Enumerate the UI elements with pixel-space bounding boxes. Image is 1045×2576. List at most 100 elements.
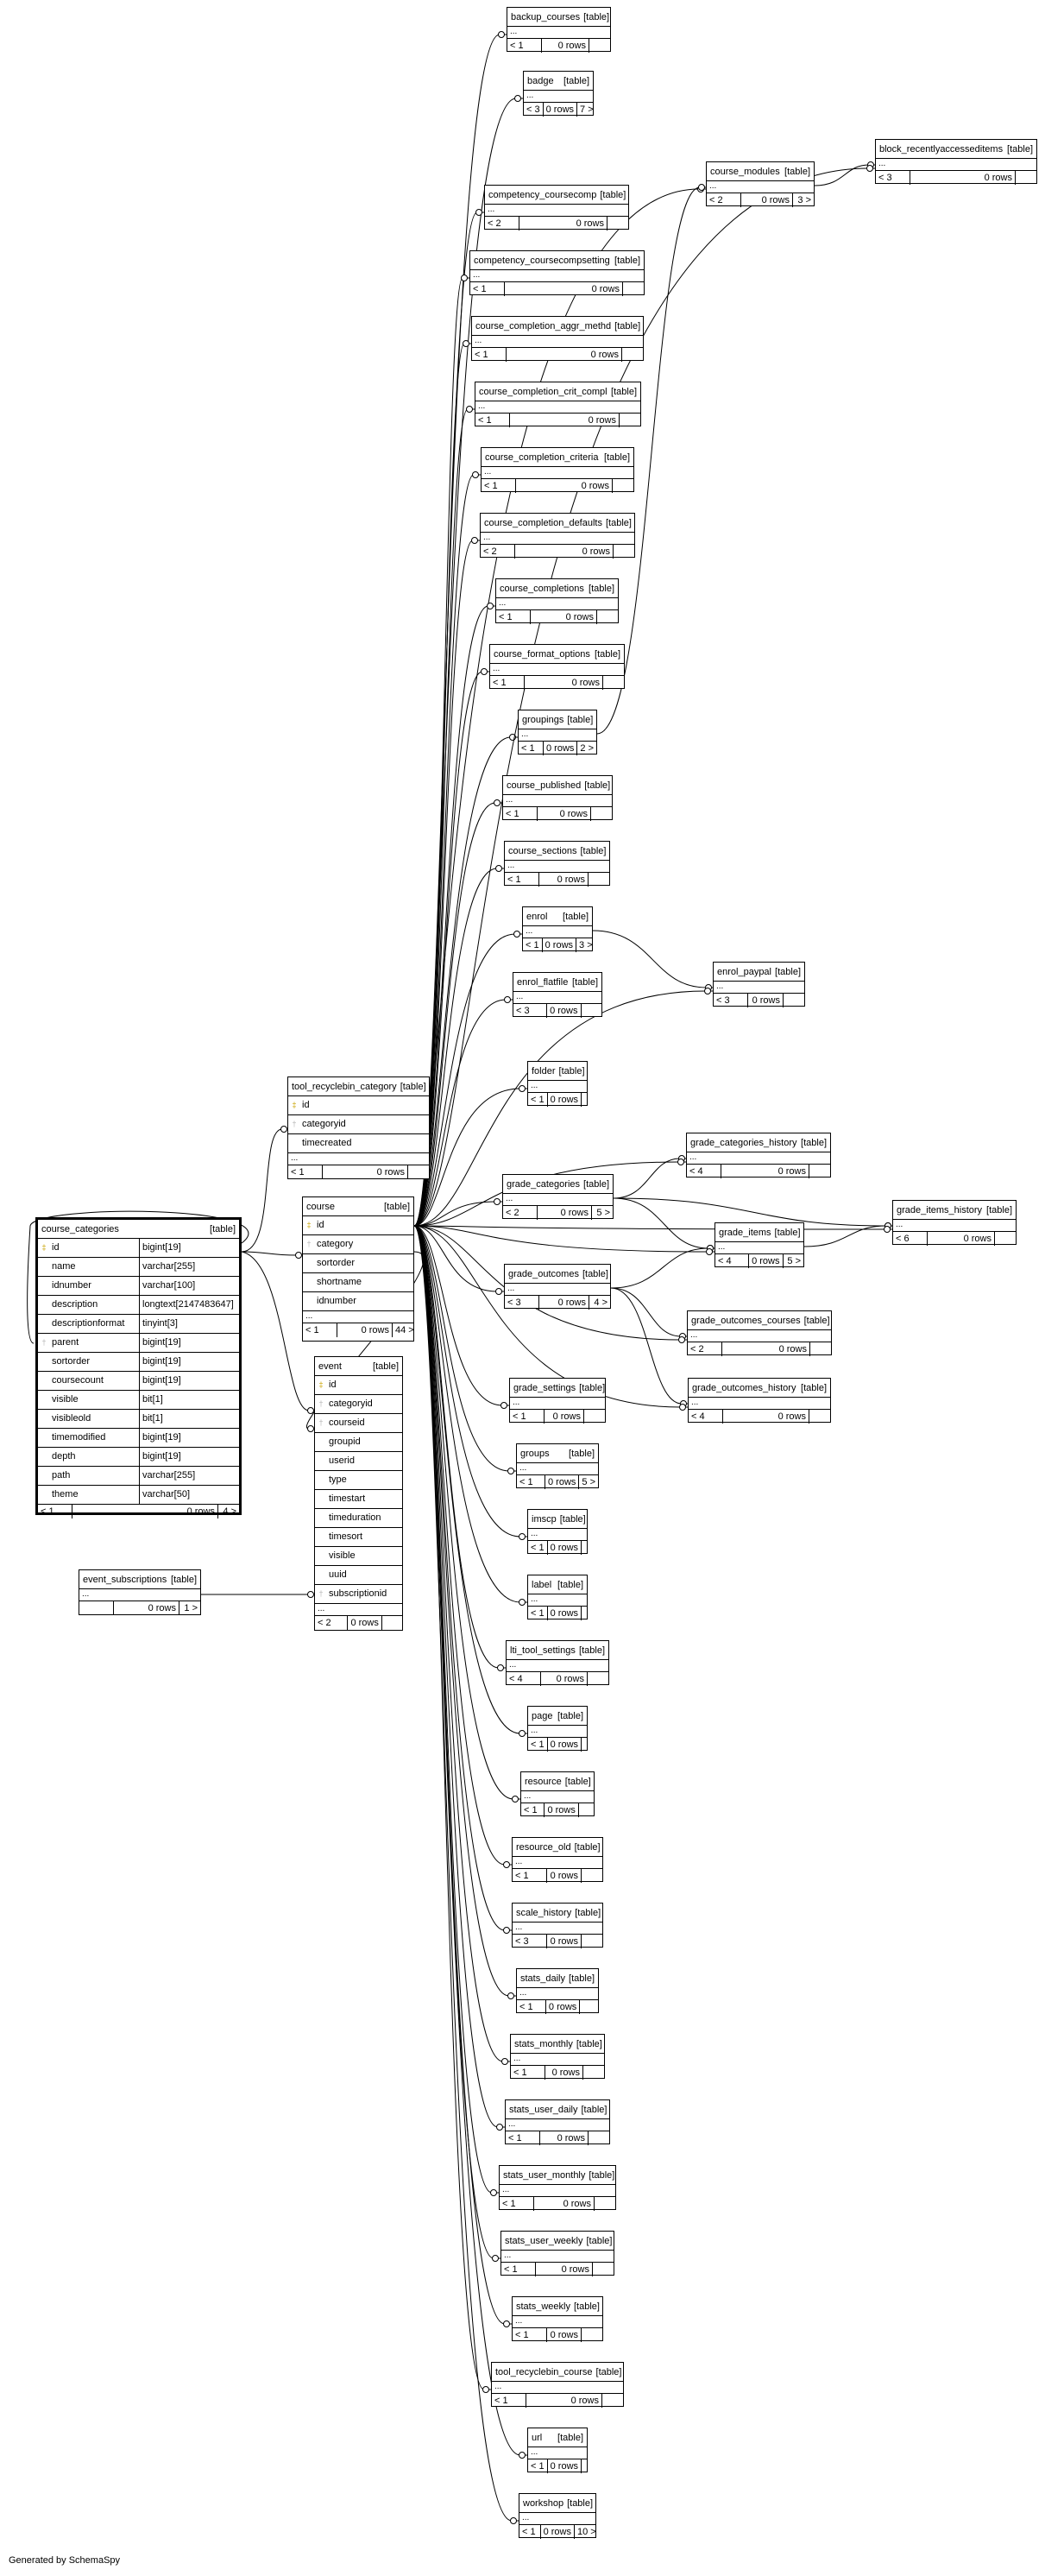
parent-count[interactable]: < 1 — [528, 1607, 548, 1620]
parent-count[interactable]: < 1 — [303, 1323, 337, 1337]
table-name[interactable]: course_format_options — [494, 648, 590, 660]
parent-count[interactable]: < 1 — [507, 39, 542, 53]
parent-count[interactable]: < 1 — [503, 807, 538, 821]
table-header[interactable]: stats_weekly[table] — [513, 2297, 602, 2316]
table-name[interactable]: course_modules — [710, 166, 780, 177]
parent-count[interactable]: < 3 — [513, 1935, 547, 1948]
column-row[interactable]: idnumber — [303, 1292, 413, 1311]
table-name[interactable]: grade_settings — [513, 1382, 576, 1393]
table-name[interactable]: course_completions — [500, 583, 584, 594]
table-name[interactable]: badge — [527, 75, 554, 86]
child-count[interactable] — [582, 1004, 602, 1018]
table-header[interactable]: event_subscriptions[table] — [79, 1570, 200, 1589]
table-header[interactable]: course_sections[table] — [505, 842, 609, 861]
parent-count[interactable]: < 1 — [492, 2394, 526, 2408]
child-count[interactable] — [593, 2263, 614, 2276]
table-name[interactable]: enrol_flatfile — [517, 976, 569, 988]
parent-count[interactable]: < 1 — [482, 479, 516, 493]
table-name[interactable]: page — [532, 1710, 553, 1721]
child-count[interactable]: 10 > — [577, 2527, 596, 2537]
table-header[interactable]: grade_categories_history[table] — [687, 1133, 830, 1152]
table-name[interactable]: enrol_paypal — [717, 966, 771, 977]
parent-count[interactable] — [79, 1601, 114, 1615]
table-header[interactable]: tool_recyclebin_category[table] — [288, 1077, 429, 1096]
table-name[interactable]: course_categories — [41, 1223, 119, 1234]
child-count[interactable] — [579, 1803, 594, 1817]
column-row[interactable]: †categoryid — [315, 1395, 402, 1414]
child-count[interactable]: 2 > — [580, 743, 594, 754]
parent-count[interactable]: < 1 — [523, 938, 543, 952]
child-count[interactable] — [582, 1607, 587, 1620]
table-name[interactable]: groups — [520, 1448, 550, 1459]
table-name[interactable]: event_subscriptions — [83, 1574, 167, 1585]
table-header[interactable]: competency_coursecompsetting[table] — [470, 251, 644, 270]
child-count[interactable] — [582, 2459, 587, 2473]
table-header[interactable]: grade_outcomes[table] — [505, 1265, 610, 1284]
table-name[interactable]: course_published — [507, 780, 582, 791]
parent-count[interactable]: < 3 — [505, 1296, 539, 1310]
child-count[interactable]: 3 > — [797, 195, 811, 205]
table-name[interactable]: enrol — [526, 911, 548, 922]
parent-count[interactable]: < 1 — [506, 2131, 540, 2145]
table-name[interactable]: grade_outcomes_courses — [691, 1315, 801, 1326]
child-count[interactable] — [1016, 171, 1036, 185]
parent-count[interactable]: < 4 — [689, 1410, 723, 1424]
child-count[interactable]: 7 > — [580, 104, 594, 115]
child-count[interactable] — [784, 994, 804, 1007]
table-header[interactable]: course_published[table] — [503, 776, 612, 795]
table-header[interactable]: enrol[table] — [523, 907, 592, 926]
parent-count[interactable]: < 1 — [505, 873, 539, 887]
table-header[interactable]: enrol_flatfile[table] — [513, 973, 601, 992]
parent-count[interactable]: < 3 — [876, 171, 910, 185]
column-row[interactable]: †category — [303, 1235, 413, 1254]
child-count[interactable] — [582, 1869, 602, 1883]
child-count[interactable] — [613, 479, 633, 493]
table-name[interactable]: course_completion_crit_compl — [479, 386, 607, 397]
table-name[interactable]: stats_weekly — [516, 2301, 570, 2312]
table-tool-recyclebin-category[interactable]: tool_recyclebin_category[table]‡id†categ… — [287, 1076, 430, 1179]
table-name[interactable]: grade_items — [719, 1227, 771, 1238]
table-header[interactable]: stats_user_daily[table] — [506, 2100, 609, 2119]
table-header[interactable]: stats_daily[table] — [517, 1969, 598, 1988]
table-name[interactable]: block_recentlyaccesseditems — [879, 143, 1004, 155]
column-row[interactable]: shortname — [303, 1273, 413, 1292]
parent-count[interactable]: < 1 — [513, 1869, 547, 1883]
child-count[interactable] — [582, 1541, 587, 1555]
table-header[interactable]: block_recentlyaccesseditems[table] — [876, 140, 1036, 159]
parent-count[interactable]: < 1 — [490, 676, 525, 690]
table-header[interactable]: stats_monthly[table] — [511, 2035, 604, 2054]
table-name[interactable]: scale_history — [516, 1907, 572, 1918]
table-block-recentlyaccesseditems[interactable]: block_recentlyaccesseditems[table]...< 3… — [875, 139, 1037, 185]
parent-count[interactable]: < 1 — [519, 742, 544, 755]
column-row[interactable]: ‡id — [303, 1216, 413, 1235]
parent-count[interactable]: < 2 — [503, 1206, 538, 1220]
table-name[interactable]: grade_outcomes_history — [692, 1382, 796, 1393]
parent-count[interactable]: < 1 — [528, 1541, 548, 1555]
parent-count[interactable]: < 1 — [528, 1093, 548, 1107]
child-count[interactable] — [591, 807, 612, 821]
parent-count[interactable]: < 1 — [521, 1803, 545, 1817]
table-header[interactable]: stats_user_weekly[table] — [501, 2232, 614, 2251]
child-count[interactable]: 1 > — [184, 1603, 198, 1613]
child-count[interactable]: 4 > — [223, 1506, 236, 1517]
parent-count[interactable]: < 1 — [38, 1505, 72, 1518]
table-header[interactable]: grade_items[table] — [715, 1223, 803, 1242]
parent-count[interactable]: < 1 — [513, 2328, 547, 2342]
